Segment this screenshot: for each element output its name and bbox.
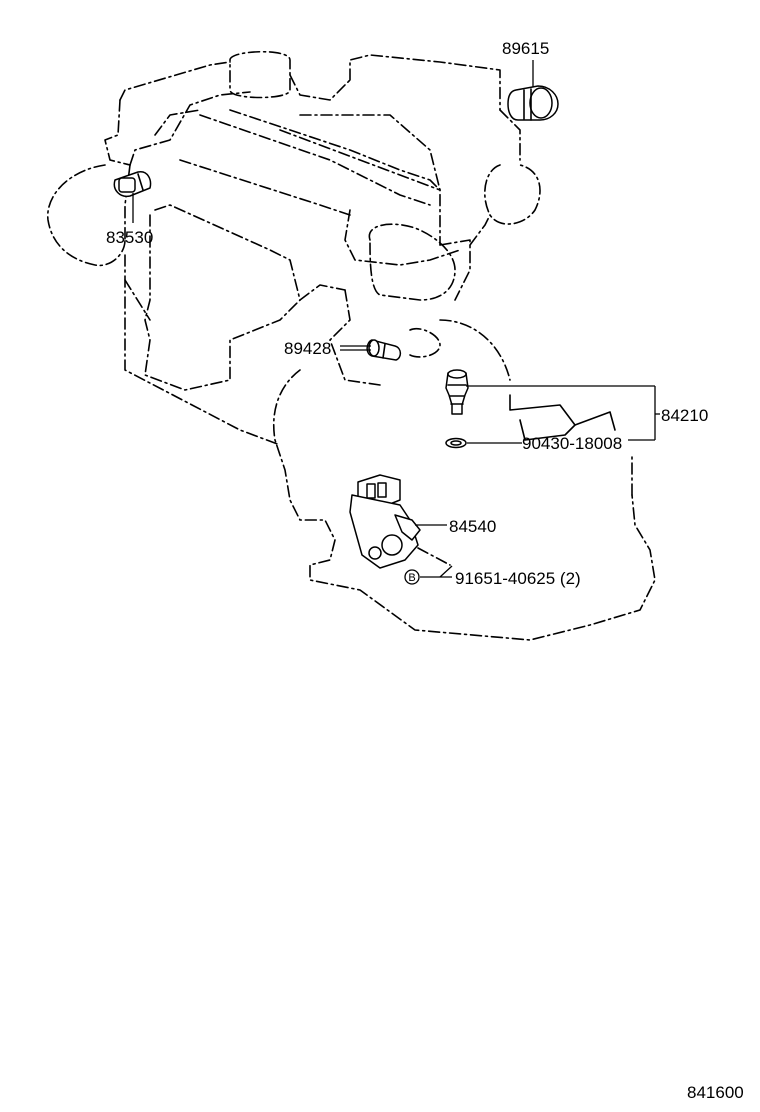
diagram-code: 841600: [687, 1083, 744, 1102]
part-83530-switch[interactable]: [113, 171, 152, 223]
label-89428: 89428: [284, 339, 331, 358]
label-90430-18008: 90430-18008: [522, 434, 622, 453]
part-89615-sensor[interactable]: [507, 60, 559, 121]
part-90430-oring[interactable]: [445, 437, 522, 449]
label-83530: 83530: [106, 228, 153, 247]
bolt-symbol-circle: [404, 569, 420, 585]
label-84210: 84210: [661, 406, 708, 425]
part-84540-neutral-switch[interactable]: [349, 474, 451, 569]
part-89428-sensor[interactable]: [340, 339, 402, 361]
part-91651-bolt[interactable]: B: [404, 565, 453, 585]
label-89615: 89615: [502, 39, 549, 58]
part-84210-speed-sensor[interactable]: [445, 369, 660, 441]
engine-outline: [47, 50, 656, 641]
label-84540: 84540: [449, 517, 496, 536]
label-91651-40625: 91651-40625 (2): [455, 569, 581, 588]
bolt-symbol-letter: B: [408, 572, 415, 584]
